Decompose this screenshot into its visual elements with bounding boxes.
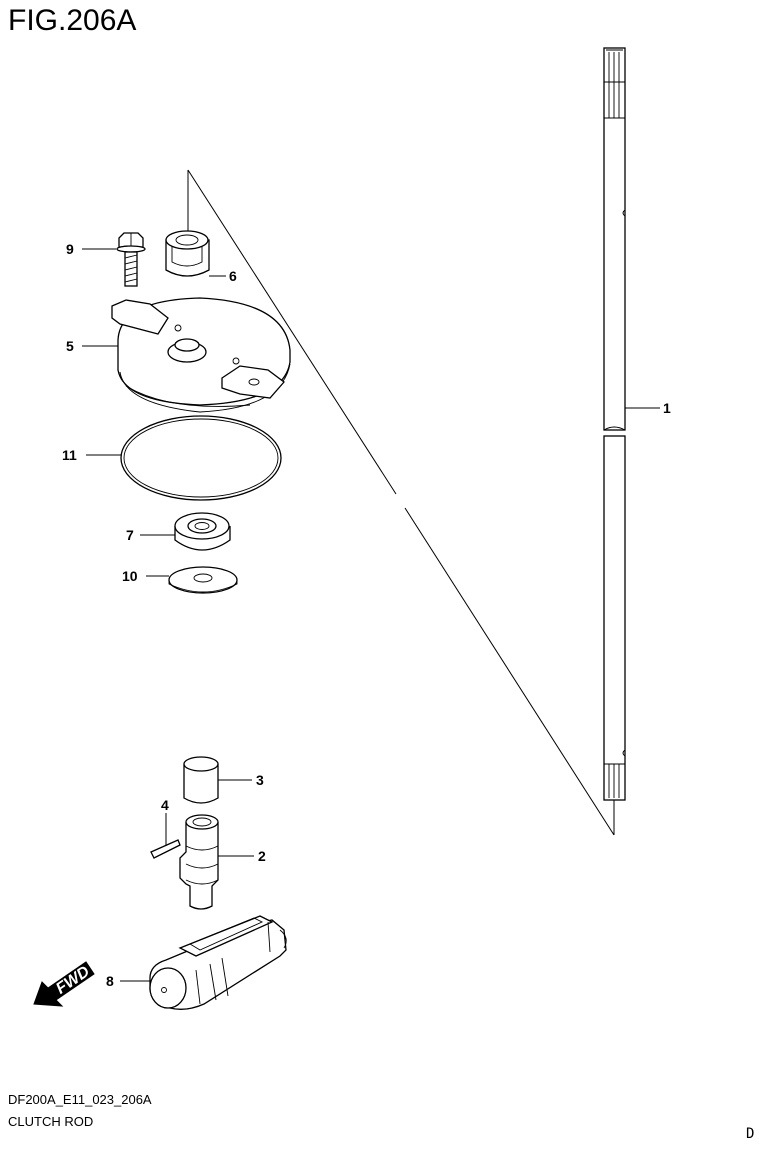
- part-o-ring[interactable]: [86, 415, 282, 501]
- callout-11: 11: [62, 447, 77, 463]
- diagram-caption: CLUTCH ROD: [8, 1114, 94, 1129]
- part-clutch-rod[interactable]: [603, 47, 660, 835]
- callout-9: 9: [66, 241, 74, 257]
- callout-7: 7: [126, 527, 134, 543]
- part-bushing-cap[interactable]: [165, 230, 226, 277]
- figure-title: FIG.206A: [8, 4, 137, 37]
- part-clutch-lever[interactable]: [120, 915, 287, 1010]
- callout-2: 2: [258, 848, 266, 864]
- part-shaft-joint[interactable]: [179, 814, 254, 910]
- callout-5: 5: [66, 338, 74, 354]
- assembly-reference-line: [187, 169, 615, 836]
- fwd-direction-arrow: FWD: [33, 961, 95, 1007]
- part-sleeve[interactable]: [183, 756, 252, 804]
- part-pin[interactable]: [150, 813, 181, 859]
- part-bolt[interactable]: [82, 232, 146, 287]
- part-bearing[interactable]: [140, 512, 231, 551]
- callout-3: 3: [256, 772, 264, 788]
- corner-mark: D: [746, 1126, 755, 1142]
- part-washer[interactable]: [146, 566, 238, 594]
- diagram-code: DF200A_E11_023_206A: [8, 1092, 152, 1107]
- callout-10: 10: [122, 568, 138, 584]
- callout-6: 6: [229, 268, 237, 284]
- callout-8: 8: [106, 973, 114, 989]
- part-mounting-plate[interactable]: [82, 297, 291, 413]
- callout-4: 4: [161, 797, 169, 813]
- callout-1: 1: [663, 400, 671, 416]
